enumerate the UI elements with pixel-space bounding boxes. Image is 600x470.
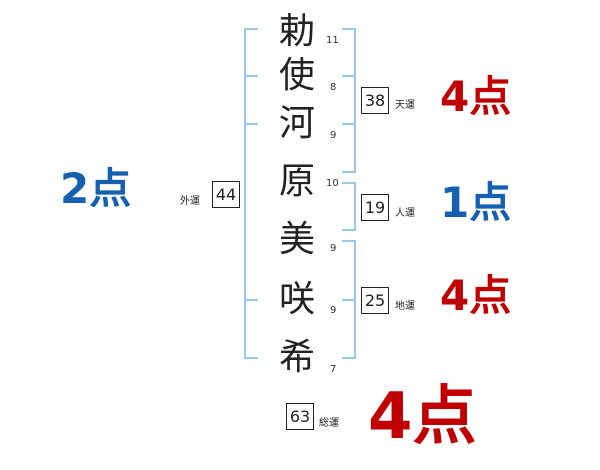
bracket-tick [342, 299, 356, 301]
bracket-tick [342, 28, 356, 30]
bracket-tick [342, 357, 356, 359]
total-value: 63 [286, 403, 314, 430]
bracket-tick [342, 123, 356, 125]
bracket-tick [342, 229, 356, 231]
name-char: 美 [278, 219, 315, 260]
stroke-count: 9 [330, 243, 337, 254]
bracket-tick [244, 28, 258, 30]
heaven-bracket [354, 28, 356, 173]
name-char: 使 [278, 55, 315, 96]
stroke-count: 9 [330, 130, 337, 141]
bracket-tick [244, 299, 258, 301]
outer-value: 44 [212, 181, 240, 208]
name-char: 咲 [278, 279, 315, 320]
earth-label: 地運 [395, 301, 415, 312]
bracket-tick [244, 357, 258, 359]
total-score: 4点 [368, 380, 477, 454]
bracket-tick [342, 182, 356, 184]
outer-label: 外運 [180, 196, 200, 207]
stroke-count: 10 [326, 178, 339, 189]
heaven-value: 38 [361, 87, 389, 114]
name-char: 河 [278, 103, 315, 144]
heaven-score: 4点 [440, 72, 512, 121]
person-label: 人運 [395, 208, 415, 219]
name-char: 勅 [278, 11, 315, 52]
bracket-tick [342, 240, 356, 242]
outer-score: 2点 [60, 164, 132, 213]
outer-bracket [244, 28, 246, 359]
person-value: 19 [361, 194, 389, 221]
stroke-count: 7 [330, 364, 337, 375]
earth-value: 25 [361, 287, 389, 314]
name-char: 原 [278, 161, 315, 202]
bracket-tick [342, 171, 356, 173]
bracket-tick [244, 75, 258, 77]
person-bracket [354, 182, 356, 231]
heaven-label: 天運 [395, 100, 415, 111]
bracket-tick [342, 75, 356, 77]
name-char: 希 [278, 337, 315, 378]
total-label: 総運 [319, 418, 339, 429]
earth-score: 4点 [440, 271, 512, 320]
bracket-tick [244, 123, 258, 125]
person-score: 1点 [440, 178, 512, 227]
stroke-count: 9 [330, 305, 337, 316]
stroke-count: 11 [326, 35, 339, 46]
stroke-count: 8 [330, 82, 337, 93]
